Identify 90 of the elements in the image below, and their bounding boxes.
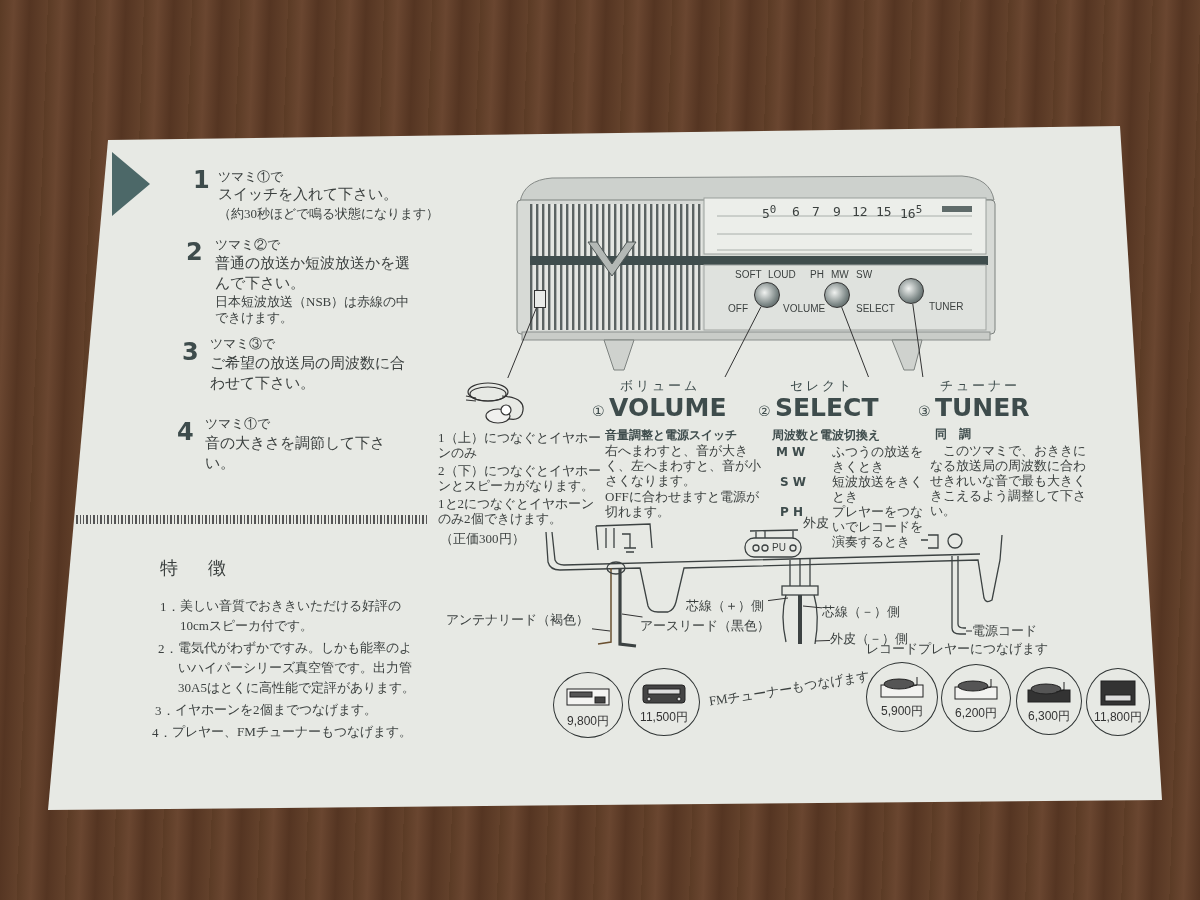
leader-line <box>912 303 924 378</box>
description-text: OFFに合わせますと電源が切れます。 <box>605 489 760 519</box>
leader-caption: 電源コード <box>972 622 1042 640</box>
description-text: このツマミで、おききになる放送局の周波数に合わせきれいな音で最も大きくきこえるよう調整して下さい。 <box>930 443 1087 518</box>
dial-number: 7 <box>812 203 820 221</box>
price-label: 6,300円 <box>1027 708 1071 725</box>
circled-number: ③ <box>918 403 931 419</box>
furigana-reading: ボリューム <box>620 377 700 395</box>
feature-text: 電気代がわずかですみ。しかも能率のよいハイパーシリーズ真空管です。出力管30A5はとくに高性能で定評があります。 <box>178 639 416 697</box>
panel-marking: TUNER <box>929 300 964 314</box>
knob-note: ツマミ③で <box>210 335 276 353</box>
note-text: （約30秒ほどで鳴る状態になります） <box>218 206 440 222</box>
description-heading: 音量調整と電源スイッチ <box>605 427 738 444</box>
step-number: 3 <box>182 337 199 368</box>
list-number: 4． <box>152 724 172 742</box>
panel-marking: SELECT <box>856 302 895 316</box>
price-note: （正価300円） <box>440 530 525 548</box>
dial-number: 12 <box>852 203 868 221</box>
price-label: 11,800円 <box>1093 709 1143 726</box>
dial-number: 15 <box>876 203 892 221</box>
dial-number: 9 <box>833 203 841 221</box>
description-text: 2（下）につなぐとイヤホーンとスピーカがなります。 <box>438 463 602 493</box>
dial-number: 16$^{5}$ <box>900 203 923 223</box>
price-label: 5,900円 <box>880 703 924 720</box>
description-heading: 周波数と電波切換え <box>772 427 881 444</box>
leader-line <box>591 628 611 632</box>
furigana-reading: チューナー <box>940 377 1020 395</box>
panel-marking: MW <box>831 268 849 282</box>
band-code: M W <box>776 444 806 461</box>
panel-marking: SW <box>856 268 873 282</box>
caption-text: FMチューナーもつなげます <box>707 667 871 711</box>
description-heading: 同 調 <box>935 426 972 443</box>
list-number: 2． <box>158 640 178 658</box>
list-number: 3． <box>155 702 175 720</box>
band-code: P H <box>780 504 803 521</box>
instruction-text: スイッチを入れて下さい。 <box>218 185 399 204</box>
knob-note: ツマミ②で <box>215 236 281 254</box>
step-number: 2 <box>186 237 203 268</box>
leader-line <box>507 307 537 379</box>
list-number: 1． <box>160 598 180 616</box>
leader-caption: アンテナリード（褐色） <box>446 611 592 629</box>
leader-line <box>767 597 789 602</box>
circled-number: ① <box>592 403 605 419</box>
panel-marking: LOUD <box>768 268 796 282</box>
dial-number: 6 <box>792 203 800 221</box>
step-number: 4 <box>177 417 194 448</box>
panel-marking: 外皮 <box>803 514 829 532</box>
description-text: ふつうの放送をきくとき <box>832 444 924 474</box>
knob-note: ツマミ①で <box>205 415 271 433</box>
control-heading: TUNER <box>935 393 1030 422</box>
leader-caption: 芯線（＋）側 <box>686 597 768 615</box>
panel-marking: SOFT <box>735 268 762 282</box>
step-number: 1 <box>193 165 210 196</box>
product-circle <box>941 664 1011 732</box>
instruction-text: ご希望の放送局の周波数に合わせて下さい。 <box>210 354 405 394</box>
price-label: 9,800円 <box>566 713 610 730</box>
band-code: S W <box>780 474 807 491</box>
note-text: 日本短波放送（NSB）は赤線の中できけます。 <box>215 294 411 326</box>
leader-line <box>621 613 643 618</box>
feature-text: プレヤー、FMチューナーもつなげます。 <box>172 723 413 741</box>
description-text: 1（上）につなぐとイヤホーンのみ <box>438 430 602 460</box>
description-text: 短波放送をきくとき <box>832 474 924 504</box>
instruction-text: 普通の放送か短波放送かを選んで下さい。 <box>215 254 410 294</box>
leader-line <box>965 630 973 632</box>
description-text: 右へまわすと、音が大きく、左へまわすと、音が小さくなります。 <box>605 443 762 488</box>
earphone-jack <box>534 290 546 308</box>
dial-number: 5$^{0}$ <box>762 203 777 223</box>
leader-caption: アースリード（黒色） <box>640 617 768 635</box>
description-text: プレヤーをつないでレコードを演奏するとき <box>832 504 924 549</box>
description-text: 1と2につなぐとイヤホーンのみ2個できけます。 <box>438 496 595 526</box>
circled-number: ② <box>758 403 771 419</box>
control-heading: VOLUME <box>609 393 727 422</box>
leader-line <box>724 306 762 378</box>
control-heading: SELECT <box>775 393 879 422</box>
feature-text: イヤホーンを2個までつなげます。 <box>175 701 378 719</box>
instruction-text: 音の大きさを調節して下さい。 <box>205 434 386 474</box>
leader-line <box>841 306 869 378</box>
panel-marking: PU <box>772 541 786 555</box>
price-label: 6,200円 <box>954 705 998 722</box>
leader-line <box>802 605 823 609</box>
leader-caption: 芯線（－）側 <box>822 603 904 621</box>
feature-text: 美しい音質でおききいただける好評の10cmスピーカ付です。 <box>180 597 402 635</box>
price-label: 11,500円 <box>639 709 689 726</box>
leader-line <box>814 639 831 642</box>
knob-note: ツマミ①で <box>218 168 284 186</box>
panel-marking: VOLUME <box>783 302 826 316</box>
furigana-reading: セレクト <box>790 377 854 395</box>
panel-marking: PH <box>810 268 824 282</box>
section-heading: 特 徴 <box>160 557 232 580</box>
panel-marking: OFF <box>728 302 748 316</box>
